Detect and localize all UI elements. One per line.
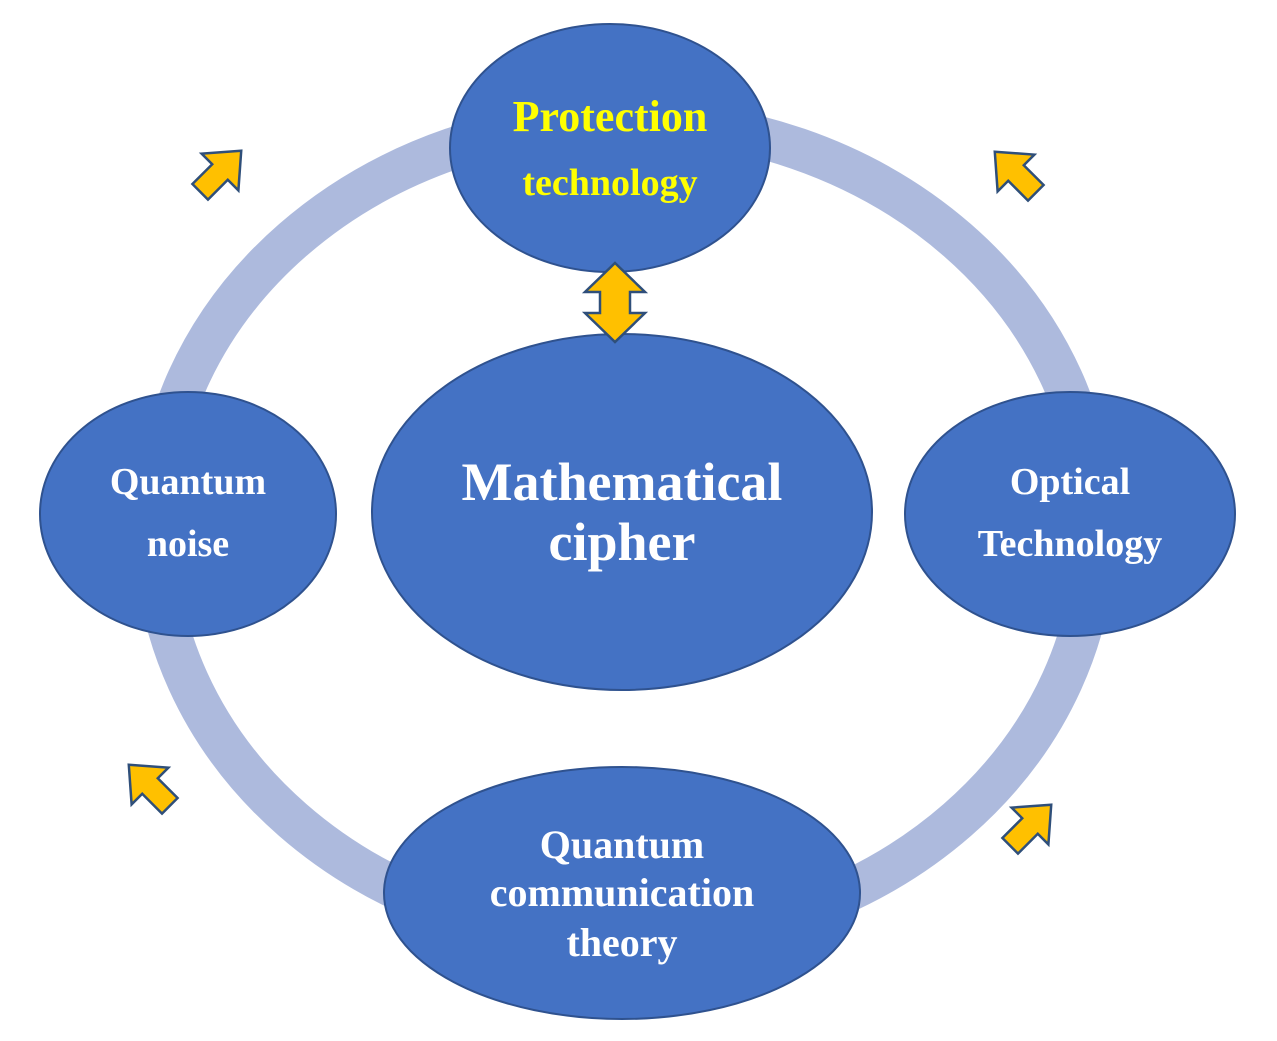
node-protection-technology: Protection technology	[449, 23, 771, 273]
cycle-arrow-top-left-icon	[190, 149, 243, 202]
node-quantum-noise: Quantum noise	[39, 391, 337, 637]
node-protection-technology-line1: Protection	[513, 92, 708, 141]
node-mathematical-cipher-line2: cipher	[549, 512, 696, 572]
cycle-arrow-bottom-right-icon	[1000, 803, 1053, 856]
node-mathematical-cipher: Mathematical cipher	[371, 333, 873, 691]
cycle-arrow-bottom-left-icon	[127, 763, 180, 816]
node-optical-technology-line1: Optical	[1010, 461, 1130, 503]
node-quantum-communication-theory-line1: Quantum	[540, 822, 705, 867]
node-quantum-communication-theory-line2: communication	[490, 870, 754, 915]
node-quantum-noise-line2: noise	[147, 523, 229, 565]
double-arrow-icon	[581, 261, 649, 344]
node-optical-technology: Optical Technology	[904, 391, 1236, 637]
node-protection-technology-line2: technology	[522, 162, 697, 204]
node-quantum-communication-theory: Quantum communication theory	[383, 766, 861, 1020]
node-mathematical-cipher-line1: Mathematical	[462, 452, 783, 512]
node-quantum-noise-line1: Quantum	[110, 461, 266, 503]
node-quantum-communication-theory-line3: theory	[566, 920, 677, 965]
node-optical-technology-line2: Technology	[978, 523, 1162, 565]
cycle-arrow-top-right-icon	[993, 150, 1046, 203]
